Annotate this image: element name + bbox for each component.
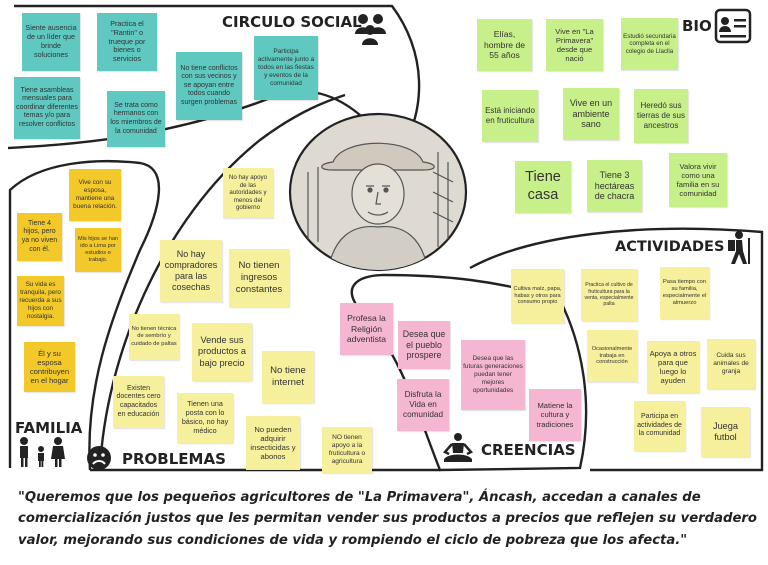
bio-note: Valora vivir como una familia en su comu…	[669, 153, 727, 207]
bio-note: Tiene 3 hectáreas de chacra	[587, 160, 642, 212]
problemas-note: No tiene internet	[262, 351, 314, 403]
section-title-bio: BIO	[682, 17, 712, 35]
circulo-social-note: Participa activamente junto a todos en l…	[254, 36, 318, 100]
bio-note: Elías, hombre de 55 años	[477, 19, 532, 71]
circulo-social-note: No tiene conflictos con sus vecinos y se…	[176, 52, 242, 120]
problemas-note: No tienen ingresos constantes	[229, 249, 289, 307]
creencias-note: Matiene la cultura y tradiciones	[529, 389, 581, 441]
family-icon	[20, 437, 65, 467]
creencias-boundary	[350, 273, 588, 472]
actividades-note: Pasa tiempo con su familia, especialment…	[660, 267, 709, 319]
actividades-note: Cuida sus animales de granja	[707, 339, 755, 389]
circulo-social-note: Practica el "Rantin" o trueque por biene…	[97, 13, 157, 71]
section-title-problemas: PROBLEMAS	[122, 450, 226, 468]
actividades-arc	[469, 227, 764, 472]
problemas-note: Tienen una posta con lo básico, no hay m…	[177, 393, 233, 443]
problemas-note: No hay compradores para las cosechas	[160, 240, 222, 302]
familia-boundary	[8, 159, 161, 471]
section-title-familia: FAMILIA	[15, 419, 83, 437]
sad-face-icon	[87, 446, 111, 470]
problemas-note: Existen docentes cero capacitados en edu…	[113, 376, 164, 428]
problemas-note: No hay apoyo de las autoridades y menos …	[223, 168, 273, 218]
circulo-social-note: Tiene asambleas mensuales para coordinar…	[14, 77, 80, 139]
section-title-creencias: CREENCIAS	[481, 441, 576, 459]
creencias-note: Desea que el pueblo prospere	[398, 321, 450, 369]
actividades-note: Practica el cultivo de fruticultura para…	[581, 269, 637, 321]
creencias-note: Desea que las futuras generaciones pueda…	[461, 340, 525, 410]
bio-note: Está iniciando en fruticultura	[482, 90, 538, 142]
actividades-note: Juega futbol	[701, 407, 750, 457]
problemas-note: NO tienen apoyo a la fruticultura o agri…	[322, 427, 372, 473]
bio-note: Vive en "La Primavera" desde que nació	[546, 19, 603, 71]
problemas-note: Vende sus productos a bajo precio	[192, 323, 252, 381]
actividades-note: Apoya a otros para que luego lo ayuden	[647, 341, 699, 393]
problem-statement-quote: "Queremos que los pequeños agricultores …	[18, 490, 757, 548]
section-title-actividades: ACTIVIDADES	[615, 239, 725, 255]
problemas-note: No pueden adquirir insecticidas y abonos	[246, 416, 300, 470]
familia-note: Tiene 4 hijos, pero ya no viven con él.	[17, 213, 62, 261]
bio-note: Heredó sus tierras de sus ancestros	[634, 89, 688, 143]
circulo-social-note: Siente ausencia de un líder que brinde s…	[22, 13, 80, 71]
familia-note: Mis hijos se han ido a Lima por estudios…	[75, 228, 121, 272]
problemas-boundary	[98, 93, 346, 471]
bio-note: Vive en un ambiente sano	[563, 88, 619, 140]
creencias-note: Profesa la Religión adventista	[340, 303, 393, 355]
familia-note: Su vida es tranquila, pero recuerda a su…	[17, 276, 64, 326]
familia-note: Vive con su esposa, mantiene una buena r…	[69, 169, 121, 221]
bio-note: Estudió secundaria completa en el colegi…	[621, 18, 678, 70]
creencias-note: Disfruta la Vida en comunidad	[397, 379, 449, 431]
bio-note: Tiene casa	[515, 161, 571, 213]
circulo-social-note: Se trata como hermanos con los miembros …	[107, 91, 165, 147]
actividades-note: Participa en actividades de la comunidad	[634, 401, 685, 451]
actividades-note: Ocasionalmente trabaja en construcción	[587, 330, 637, 382]
problemas-note: No tienen técnica de sembrío y cuidado d…	[129, 314, 179, 360]
farmer-portrait	[288, 112, 468, 272]
meditation-icon	[442, 433, 474, 462]
section-title-circulo-social: CIRCULO SOCIAL	[222, 13, 362, 31]
actividades-note: Cultiva maíz, papa, habas y otros para c…	[511, 269, 564, 323]
id-card-icon	[714, 8, 752, 44]
familia-note: Él y su esposa contribuyen en el hogar	[24, 342, 75, 392]
hiker-icon	[728, 231, 750, 264]
group-icon	[355, 14, 386, 45]
